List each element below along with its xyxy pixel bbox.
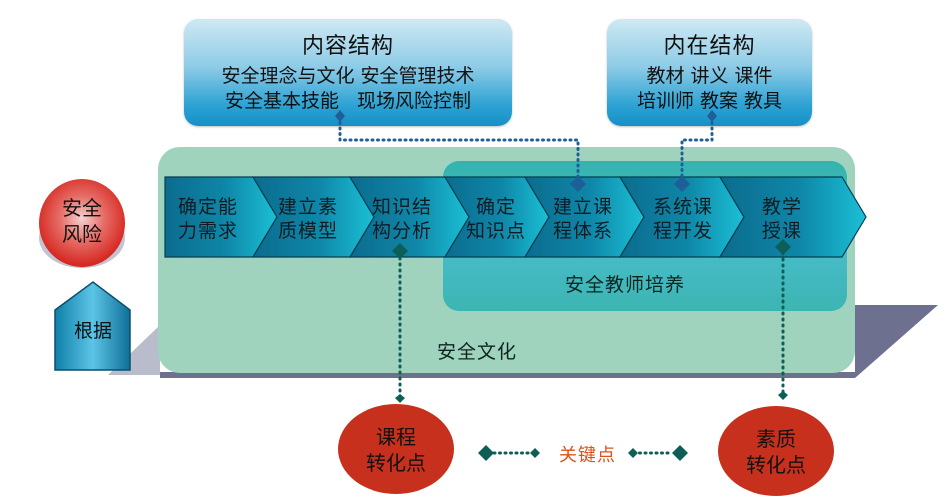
key-left-big-diamond-icon — [478, 445, 494, 461]
course-dev-diamond-icon — [674, 176, 690, 192]
step-6-label: 系统课 程开发 — [643, 195, 723, 243]
content-structure-line1: 安全理念与文化 安全管理技术 — [221, 65, 475, 87]
step-1-label: 确定能 力需求 — [168, 195, 248, 243]
risk-circle-text: 安全 风险 — [52, 195, 112, 247]
step-1-line2: 力需求 — [177, 220, 238, 242]
step-2-label: 建立素 质模型 — [268, 195, 348, 243]
key-left-small-diamond-icon — [530, 448, 540, 458]
right-shadow — [160, 305, 938, 378]
step-2-line1: 建立素 — [277, 196, 338, 218]
step-1-line1: 确定能 — [177, 196, 238, 218]
teacher-training-label: 安全教师培养 — [565, 274, 686, 296]
step-4-label: 确定 知识点 — [456, 195, 536, 243]
basis-arrow-shape — [54, 281, 131, 371]
key-right-big-diamond-icon — [672, 445, 688, 461]
step-2-line2: 质模型 — [277, 220, 338, 242]
quality-line2: 转化点 — [746, 453, 806, 477]
teaching-diamond-icon — [775, 239, 791, 255]
step-4-line1: 确定 — [475, 196, 516, 218]
basis-label: 根据 — [73, 320, 112, 342]
course-line1: 课程 — [376, 425, 416, 449]
quality-transform-text: 素质 转化点 — [726, 426, 826, 478]
content-connector — [338, 115, 580, 185]
course-transform-text: 课程 转化点 — [346, 424, 446, 476]
inner-structure-line1: 教材 讲义 课件 — [646, 65, 773, 87]
step-3-line1: 知识结 — [371, 196, 432, 218]
inner-structure-line2: 培训师 教案 教具 — [636, 90, 783, 112]
content-diamond-icon — [335, 110, 345, 122]
quality-line1: 素质 — [756, 427, 796, 451]
process-step-7-chevron — [718, 176, 867, 258]
course-transform-oval — [338, 404, 454, 494]
course-diamond-icon — [395, 394, 405, 403]
key-point-label: 关键点 — [559, 445, 616, 466]
course-line2: 转化点 — [366, 451, 426, 475]
step-5-line1: 建立课 — [552, 196, 613, 218]
step-3-line2: 构分析 — [371, 220, 432, 242]
content-structure-box: 内容结构 安全理念与文化 安全管理技术 安全基本技能 现场风险控制 — [184, 19, 512, 126]
step-4-line2: 知识点 — [465, 220, 526, 242]
key-right-small-diamond-icon — [628, 448, 638, 458]
inner-connector — [680, 115, 714, 185]
step-3-label: 知识结 构分析 — [362, 195, 442, 243]
step-7-label: 教学 授课 — [742, 195, 822, 243]
content-structure-title: 内容结构 — [301, 34, 394, 59]
course-system-diamond-icon — [570, 176, 586, 192]
quality-diamond-icon — [778, 391, 788, 400]
inner-diamond-icon — [707, 110, 717, 122]
step-5-label: 建立课 程体系 — [543, 195, 623, 243]
quality-transform-oval — [718, 406, 834, 496]
risk-line1: 安全 — [62, 196, 102, 220]
knowledge-diamond-icon — [392, 243, 408, 259]
step-6-line2: 程开发 — [652, 220, 713, 242]
safety-culture-label: 安全文化 — [437, 341, 518, 363]
inner-structure-title: 内在结构 — [663, 34, 756, 59]
risk-line2: 风险 — [62, 222, 102, 246]
step-5-line2: 程体系 — [552, 220, 613, 242]
step-7-line2: 授课 — [761, 220, 802, 242]
step-7-line1: 教学 — [761, 196, 802, 218]
risk-circle — [39, 179, 125, 267]
step-6-line1: 系统课 — [652, 196, 713, 218]
content-structure-line2: 安全基本技能 现场风险控制 — [224, 90, 472, 112]
inner-structure-box: 内在结构 教材 讲义 课件 培训师 教案 教具 — [607, 19, 812, 126]
